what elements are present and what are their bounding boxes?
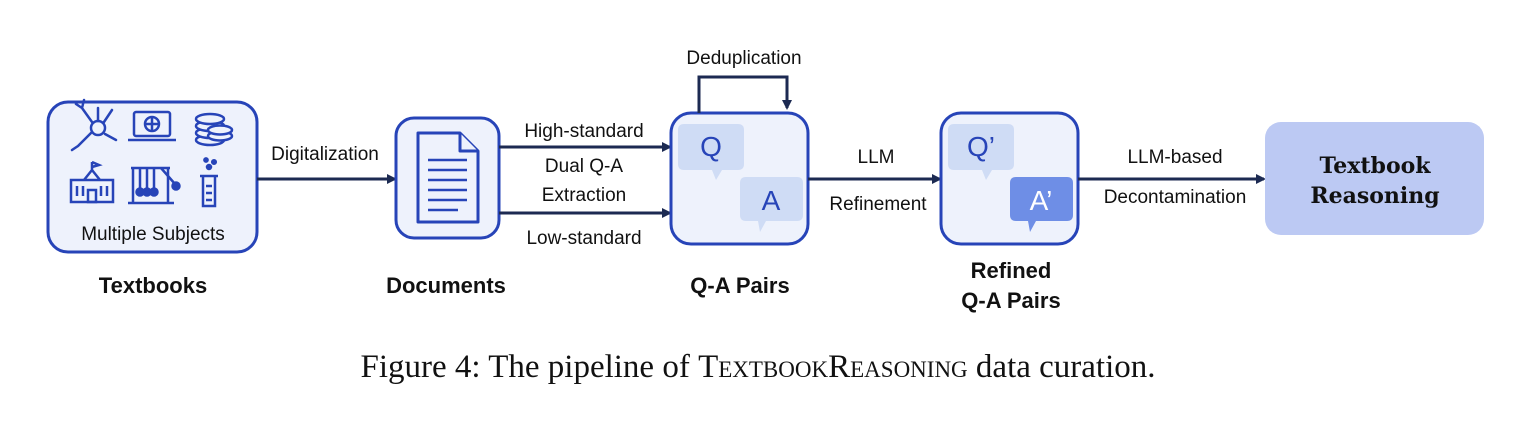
- neuron-icon: [70, 98, 118, 152]
- extraction-label: Extraction: [542, 185, 626, 206]
- textbooks-inner-label: Multiple Subjects: [81, 224, 225, 245]
- low-standard-label: Low-standard: [526, 228, 641, 249]
- textbook-reasoning-box: [1265, 122, 1484, 235]
- school-building-icon: [69, 160, 115, 204]
- qa-pairs-node: Q A Q-A Pairs: [669, 111, 810, 298]
- coins-icon: [194, 112, 234, 147]
- refinement-label: Refinement: [829, 194, 927, 215]
- refined-answer-letter: A’: [1030, 185, 1053, 216]
- textbooks-node: Multiple Subjects Textbooks: [46, 98, 259, 298]
- question-letter: Q: [700, 131, 722, 162]
- figure-caption: Figure 4: The pipeline of TextbookReason…: [0, 349, 1516, 386]
- caption-prefix: Figure 4: The pipeline of: [360, 349, 699, 385]
- high-standard-label: High-standard: [524, 121, 643, 142]
- llm-label: LLM: [858, 147, 895, 168]
- refined-answer-bubble: A’: [1010, 177, 1073, 232]
- caption-name-part2: Reasoning: [828, 349, 968, 385]
- documents-label: Documents: [386, 273, 506, 298]
- pipeline-diagram: Multiple Subjects Textbooks Digitalizati…: [46, 48, 1484, 313]
- caption-name-part1: Textbook: [698, 349, 829, 385]
- newtons-cradle-icon: [128, 166, 181, 205]
- question-bubble: Q: [678, 124, 744, 180]
- document-icon: [416, 131, 480, 224]
- decontamination-label: Decontamination: [1104, 187, 1247, 208]
- textbook-reasoning-node: Textbook Reasoning: [1265, 122, 1484, 235]
- digitalization-label: Digitalization: [271, 144, 379, 165]
- refined-question-letter: Q’: [967, 131, 995, 162]
- beaker-icon: [200, 157, 218, 208]
- llm-based-label: LLM-based: [1127, 147, 1222, 168]
- refined-label-line1: Refined: [971, 258, 1052, 283]
- deduplication-loop-arrow: [697, 75, 792, 113]
- textbooks-label: Textbooks: [99, 273, 207, 298]
- deduplication-label: Deduplication: [686, 48, 801, 69]
- refined-question-bubble: Q’: [948, 124, 1014, 180]
- answer-letter: A: [762, 185, 781, 216]
- dual-qa-label: Dual Q-A: [545, 156, 623, 177]
- final-label-line2: Reasoning: [1310, 183, 1439, 209]
- documents-node: Documents: [386, 116, 506, 298]
- caption-suffix: data curation.: [967, 349, 1156, 385]
- refined-qa-node: Q’ A’ Refined Q-A Pairs: [939, 111, 1080, 313]
- final-label-line1: Textbook: [1319, 153, 1431, 179]
- qa-pairs-label: Q-A Pairs: [690, 273, 789, 298]
- laptop-globe-icon: [128, 110, 176, 142]
- refined-label-line2: Q-A Pairs: [961, 288, 1060, 313]
- answer-bubble: A: [740, 177, 803, 232]
